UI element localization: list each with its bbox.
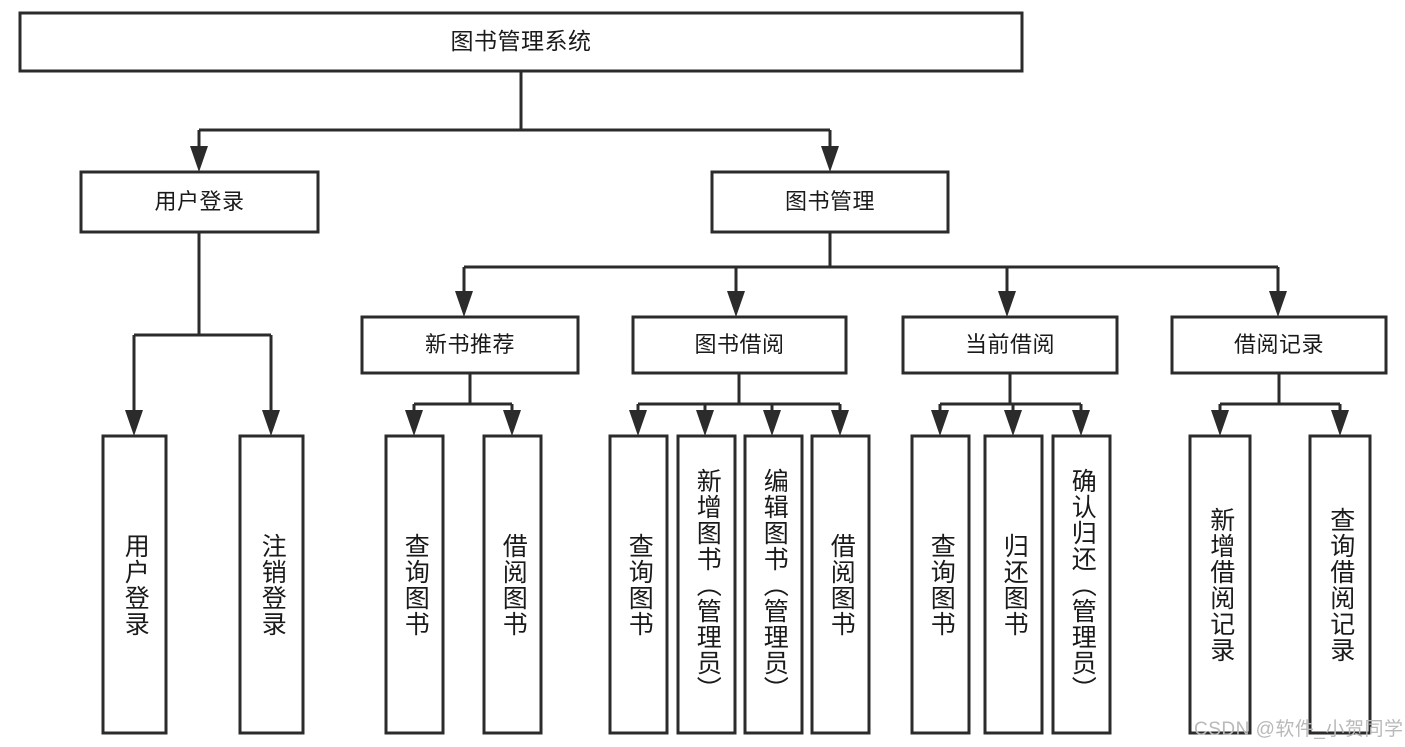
arrow-head-icon — [1269, 291, 1287, 317]
node-box-leaf-query-book-current[interactable] — [910, 434, 971, 735]
node-box-leaf-user-logout[interactable] — [238, 434, 305, 735]
node-box-current-borrow[interactable] — [901, 315, 1119, 375]
arrow-head-icon — [727, 291, 745, 317]
node-box-root[interactable] — [18, 11, 1024, 73]
arrow-head-icon — [503, 410, 521, 436]
arrow-head-icon — [405, 410, 423, 436]
node-box-borrow-record[interactable] — [1170, 315, 1388, 375]
arrow-head-icon — [931, 410, 949, 436]
arrow-head-icon — [1004, 410, 1022, 436]
arrow-head-icon — [831, 410, 849, 436]
watermark-text: CSDN @软件_小贺同学 — [1194, 719, 1404, 740]
node-box-leaf-add-borrow-record[interactable] — [1188, 434, 1252, 735]
node-box-leaf-query-book-recommend[interactable] — [384, 434, 445, 735]
connectors-layer — [125, 71, 1349, 436]
arrow-head-icon — [696, 410, 714, 436]
node-box-user-login[interactable] — [79, 170, 320, 234]
node-box-leaf-user-login[interactable] — [101, 434, 168, 735]
arrow-head-icon — [190, 146, 208, 172]
arrow-head-icon — [455, 291, 473, 317]
node-box-leaf-borrow-book[interactable] — [810, 434, 871, 735]
node-box-leaf-query-book-borrow[interactable] — [608, 434, 669, 735]
node-box-leaf-edit-book-admin[interactable] — [743, 434, 804, 735]
node-box-book-borrow[interactable] — [631, 315, 848, 375]
arrow-head-icon — [1331, 410, 1349, 436]
node-box-leaf-query-borrow-record[interactable] — [1308, 434, 1372, 735]
arrow-head-icon — [763, 410, 781, 436]
node-box-book-management[interactable] — [710, 170, 950, 234]
arrow-head-icon — [998, 291, 1016, 317]
arrow-head-icon — [1072, 410, 1090, 436]
node-box-leaf-borrow-book-recommend[interactable] — [482, 434, 543, 735]
arrow-head-icon — [821, 146, 839, 172]
arrow-head-icon — [1211, 410, 1229, 436]
arrow-head-icon — [629, 410, 647, 436]
node-box-leaf-confirm-return-admin[interactable] — [1051, 434, 1112, 735]
arrow-head-icon — [125, 410, 143, 436]
node-boxes-layer — [18, 11, 1388, 735]
arrow-head-icon — [262, 410, 280, 436]
node-box-leaf-add-book-admin[interactable] — [676, 434, 737, 735]
node-box-leaf-return-book[interactable] — [983, 434, 1044, 735]
node-box-new-book-recommend[interactable] — [360, 315, 580, 375]
